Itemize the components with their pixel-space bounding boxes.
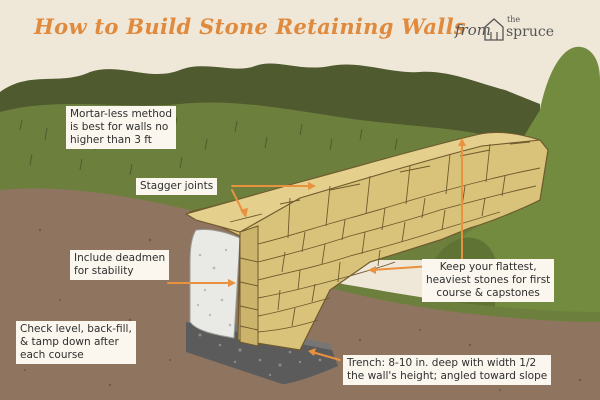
callout-mortarless: Mortar-less method is best for walls no …: [66, 106, 176, 149]
grass-edge: [330, 282, 600, 322]
callout-stagger-joints: Stagger joints: [136, 178, 218, 195]
house-icon: [484, 18, 504, 41]
brand-prefix: from: [455, 21, 491, 39]
page-title: How to Build Stone Retaining Walls: [34, 14, 466, 39]
gravel-trench: [186, 322, 338, 384]
deadmen-arrowhead: [228, 279, 236, 287]
brand-small-text: the: [507, 15, 521, 24]
brand-name: spruce: [506, 24, 554, 40]
callout-check-level: Check level, back-fill, & tamp down afte…: [16, 321, 136, 364]
backfill-gravel: [196, 248, 232, 327]
trench-arrow: [311, 351, 341, 361]
callout-trench: Trench: 8-10 in. deep with width 1/2 the…: [343, 355, 552, 385]
soil-speckles: [24, 228, 582, 391]
flattest-arrowhead-left: [368, 266, 376, 274]
arrowheads: [228, 138, 466, 356]
capstone-top: [184, 131, 541, 233]
callout-deadmen: Include deadmen for stability: [70, 250, 170, 280]
stagger-arrowhead-2: [240, 208, 248, 218]
flattest-arrowhead-up: [458, 138, 466, 146]
callout-flattest-stones: Keep your flattest, heaviest stones for …: [422, 259, 555, 302]
wall-front-face: [239, 225, 259, 347]
stone-joints: [229, 141, 541, 333]
stagger-arrowhead: [308, 182, 316, 190]
trench-arrowhead: [308, 348, 316, 356]
